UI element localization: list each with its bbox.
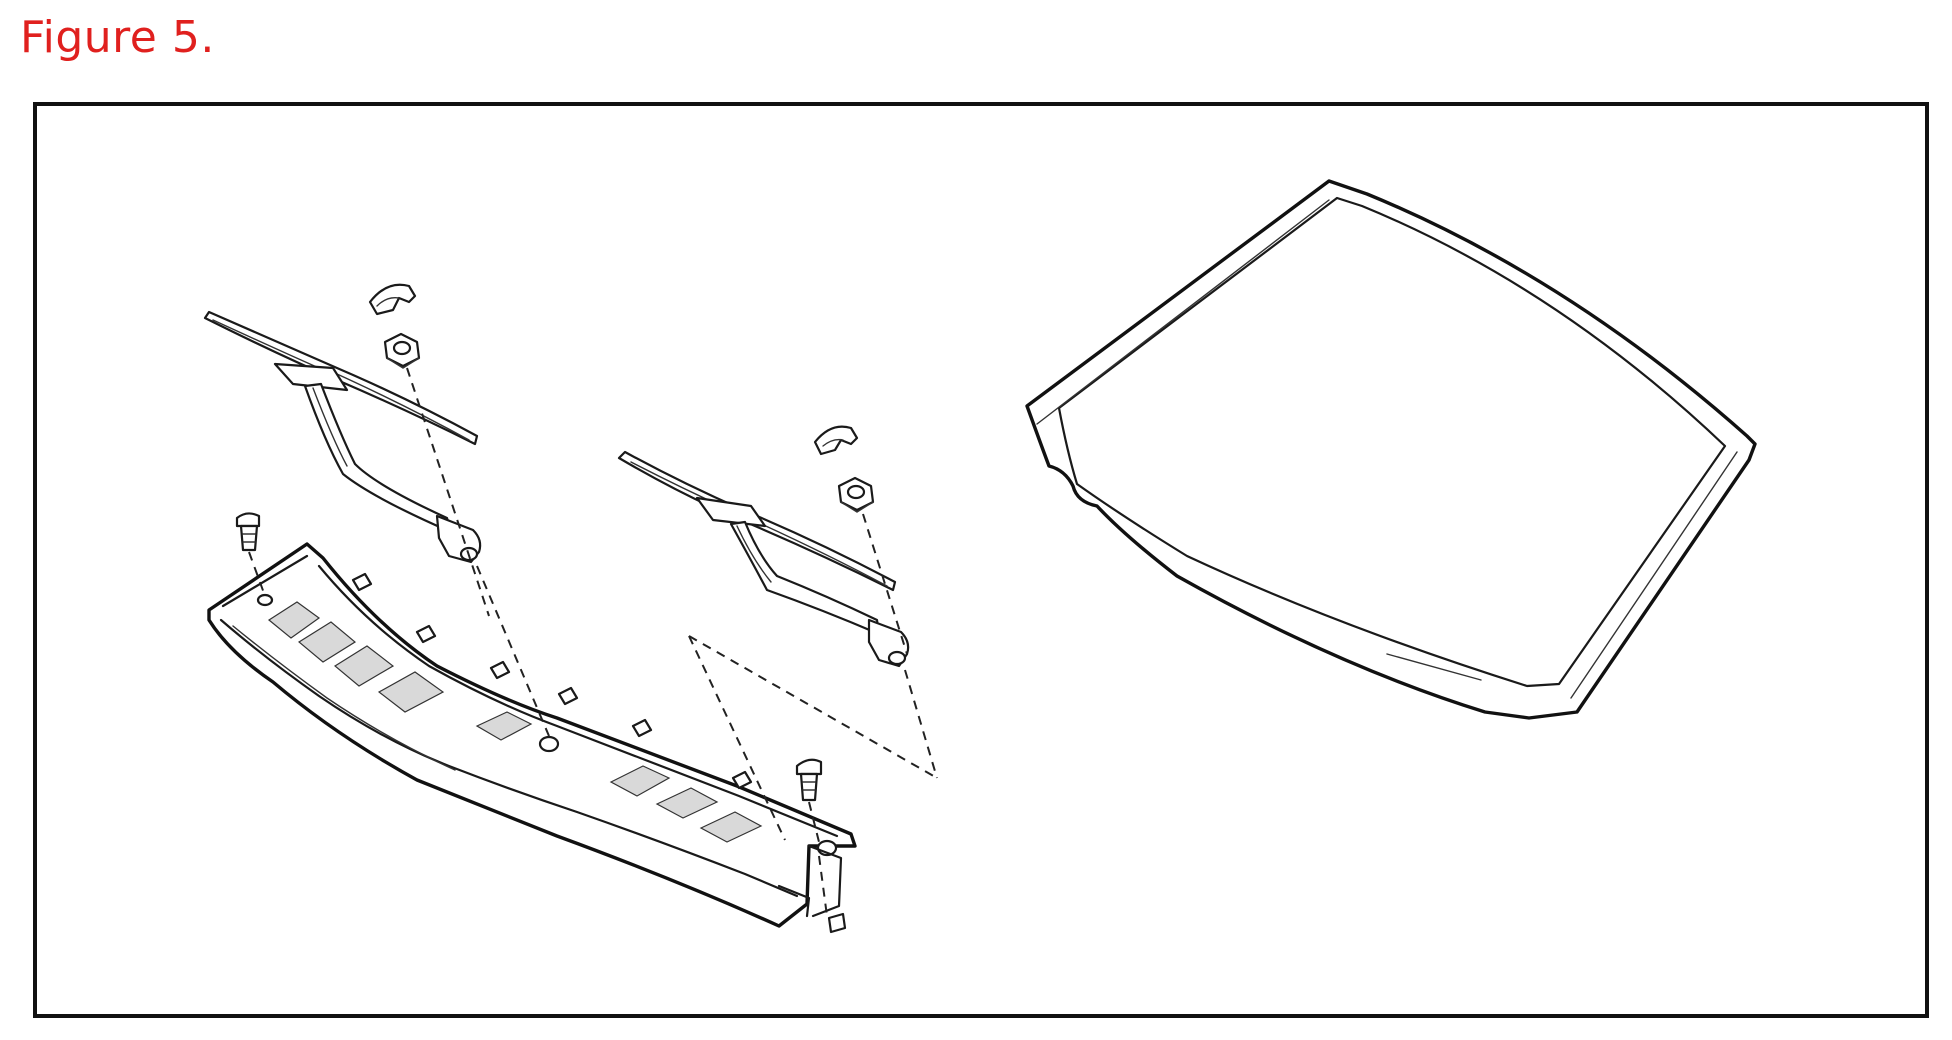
exploded-diagram: [203, 179, 1757, 934]
cowl-top-panel: [207, 542, 857, 934]
pivot-cap-right: [813, 425, 859, 456]
figure-frame: [33, 102, 1929, 1018]
pivot-nut-left: [383, 332, 421, 369]
figure-title: Figure 5.: [20, 12, 215, 63]
pivot-cap-left: [368, 283, 417, 316]
cowl-clip-left: [235, 512, 261, 552]
assembly-guide-lines: [248, 367, 938, 917]
wiper-arm-right: [617, 450, 910, 668]
wiper-arm-left: [203, 310, 482, 564]
pivot-nut-right: [837, 476, 875, 513]
cowl-clip-right: [795, 758, 823, 802]
windshield-glass: [1025, 179, 1757, 720]
